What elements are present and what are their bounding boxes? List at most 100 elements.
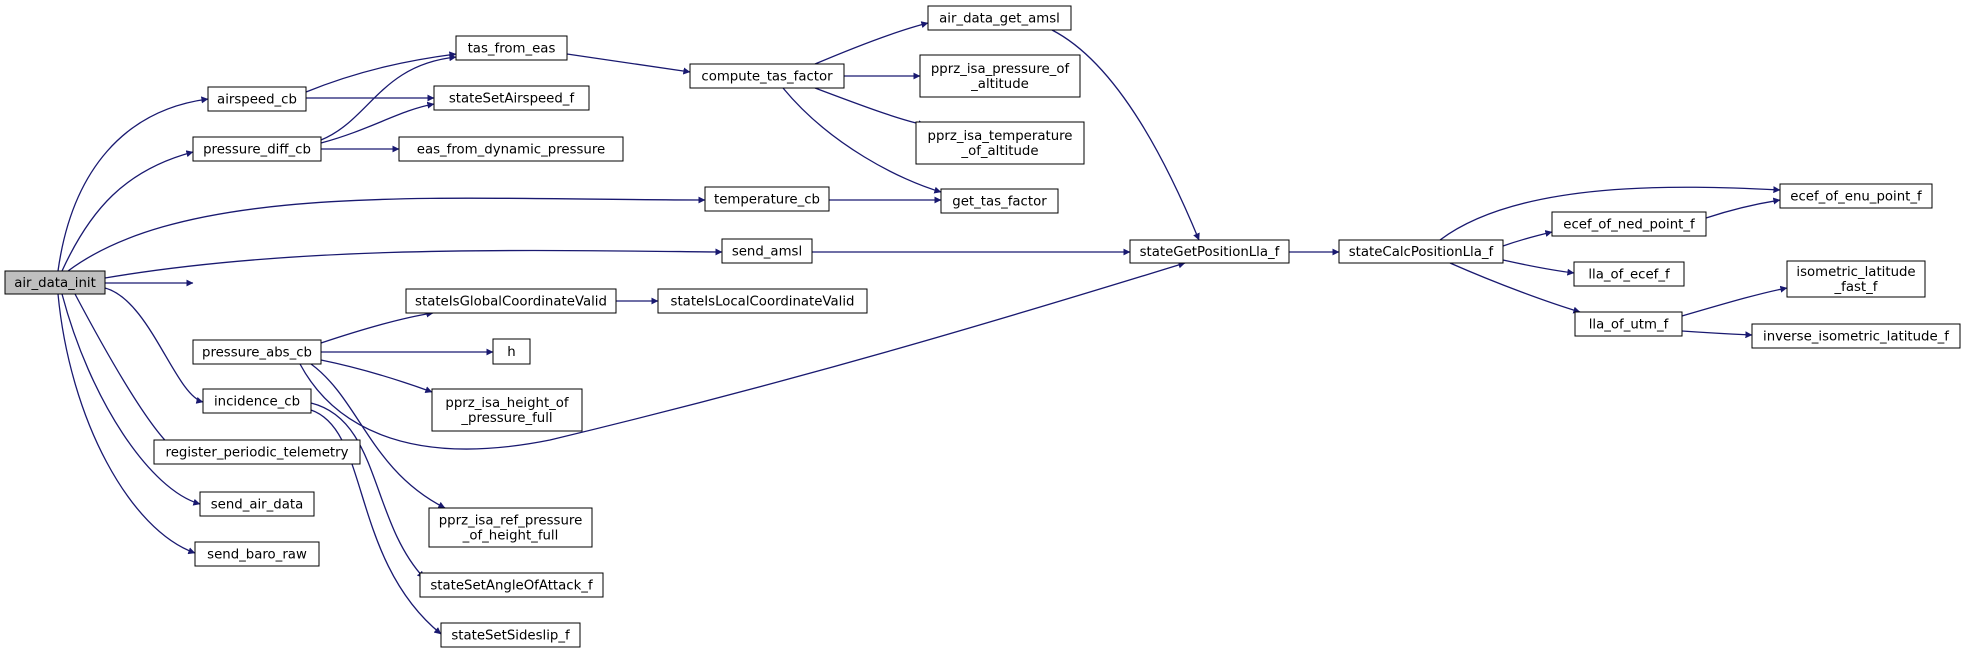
node-stateSetSideslip_f[interactable]: stateSetSideslip_f (440, 622, 581, 648)
node-lla_of_ecef_f[interactable]: lla_of_ecef_f (1573, 261, 1685, 287)
node-label: ecef_of_ned_point_f (1563, 218, 1695, 233)
node-h[interactable]: h (492, 338, 531, 365)
node-box (405, 288, 617, 314)
edge-air_data_init-to-send_amsl (104, 248, 723, 279)
node-label: _of_altitude (960, 144, 1038, 159)
node-box (153, 439, 361, 465)
node-box (1551, 211, 1707, 237)
node-label: pressure_diff_cb (203, 143, 311, 158)
node-label: lla_of_ecef_f (1588, 268, 1670, 283)
node-stateIsLocalCoordinateValid[interactable]: stateIsLocalCoordinateValid (657, 288, 868, 314)
node-isometric_latitude_fast_f[interactable]: isometric_latitude_fast_f (1786, 260, 1926, 298)
node-label: _pressure_full (460, 411, 552, 426)
node-pprz_isa_temperature_of_altitude[interactable]: pprz_isa_temperature_of_altitude (915, 121, 1085, 165)
node-label: h (507, 345, 515, 360)
node-get_tas_factor[interactable]: get_tas_factor (940, 188, 1059, 214)
node-label: stateSetAngleOfAttack_f (430, 579, 593, 594)
node-box (192, 136, 322, 162)
edge-pressure_abs_cb-to-stateGetPositionLla_f (299, 261, 1186, 450)
node-box (433, 85, 590, 111)
node-box (704, 186, 830, 212)
node-label: stateIsLocalCoordinateValid (671, 295, 855, 310)
node-box (207, 86, 307, 112)
node-label: stateSetAirspeed_f (449, 92, 575, 107)
node-box (1574, 311, 1683, 337)
node-stateSetAngleOfAttack_f[interactable]: stateSetAngleOfAttack_f (419, 572, 604, 598)
edge-stateCalcPositionLla_f-to-lla_of_ecef_f (1502, 259, 1575, 276)
node-box (1338, 239, 1504, 264)
node-box (431, 388, 583, 432)
node-compute_tas_factor[interactable]: compute_tas_factor (689, 63, 845, 89)
edge-stateCalcPositionLla_f-to-ecef_of_ned_point_f (1502, 230, 1553, 247)
node-air_data_init[interactable]: air_data_init (4, 270, 106, 295)
edge-air_data_get_amsl-to-stateGetPositionLla_f (1051, 29, 1200, 241)
node-box (915, 121, 1085, 165)
edge-pressure_abs_cb-to-pprz_isa_height_of_pressure_full (320, 359, 433, 394)
node-box (940, 188, 1059, 214)
node-box (1786, 260, 1926, 298)
node-label: pprz_isa_height_of (445, 396, 569, 411)
node-label: pprz_isa_temperature (928, 129, 1073, 144)
node-airspeed_cb[interactable]: airspeed_cb (207, 86, 307, 112)
node-tas_from_eas[interactable]: tas_from_eas (455, 35, 568, 61)
node-stateGetPositionLla_f[interactable]: stateGetPositionLla_f (1129, 239, 1290, 264)
edge-lla_of_utm_f-to-isometric_latitude_fast_f (1681, 285, 1788, 317)
node-eas_from_dynamic_pressure[interactable]: eas_from_dynamic_pressure (398, 136, 624, 162)
node-box (1573, 261, 1685, 287)
node-label: pressure_abs_cb (202, 346, 312, 361)
edge-stateCalcPositionLla_f-to-lla_of_utm_f (1449, 262, 1581, 314)
node-label: pprz_isa_pressure_of (931, 62, 1070, 77)
edge-tas_from_eas-to-compute_tas_factor (566, 53, 691, 75)
node-incidence_cb[interactable]: incidence_cb (202, 388, 312, 414)
node-temperature_cb[interactable]: temperature_cb (704, 186, 830, 212)
node-stateIsGlobalCoordinateValid[interactable]: stateIsGlobalCoordinateValid (405, 288, 617, 314)
node-pprz_isa_height_of_pressure_full[interactable]: pprz_isa_height_of_pressure_full (431, 388, 583, 432)
nodes-layer: air_data_init airspeed_cb pressure_diff_cb… (4, 5, 1961, 648)
node-box (192, 339, 322, 365)
node-register_periodic_telemetry[interactable]: register_periodic_telemetry (153, 439, 361, 465)
edge-incidence_cb-to-stateSetAngleOfAttack_f (310, 402, 425, 579)
edge-pressure_abs_cb-to-pprz_isa_ref_pressure_of_height_full (310, 363, 446, 509)
node-label: temperature_cb (714, 193, 820, 208)
edge-air_data_init-to-incidence_cb (104, 287, 204, 404)
node-ecef_of_enu_point_f[interactable]: ecef_of_enu_point_f (1779, 183, 1933, 209)
node-label: incidence_cb (214, 395, 300, 410)
edge-lla_of_utm_f-to-inverse_isometric_latitude_f (1681, 330, 1753, 339)
node-pprz_isa_ref_pressure_of_height_full[interactable]: pprz_isa_ref_pressure_of_height_full (428, 507, 593, 548)
node-send_baro_raw[interactable]: send_baro_raw (194, 541, 320, 567)
node-box (657, 288, 868, 314)
node-inverse_isometric_latitude_f[interactable]: inverse_isometric_latitude_f (1751, 323, 1961, 349)
edge-incidence_cb-to-stateSetSideslip_f (310, 409, 442, 635)
node-box (199, 491, 315, 517)
edge-airspeed_cb-to-tas_from_eas (305, 51, 457, 93)
node-pressure_abs_cb[interactable]: pressure_abs_cb (192, 339, 322, 365)
node-send_amsl[interactable]: send_amsl (721, 238, 813, 264)
node-box (1129, 239, 1290, 264)
edge-pressure_diff_cb-to-stateSetAirspeed_f (320, 101, 435, 144)
node-label: send_baro_raw (207, 548, 307, 563)
edge-compute_tas_factor-to-pprz_isa_temperature_of_altitude (814, 87, 926, 128)
node-label: air_data_init (14, 276, 96, 291)
node-lla_of_utm_f[interactable]: lla_of_utm_f (1574, 311, 1683, 337)
node-label: get_tas_factor (952, 195, 1047, 210)
edge-pressure_diff_cb-to-tas_from_eas (320, 54, 457, 141)
node-label: stateCalcPositionLla_f (1349, 245, 1494, 260)
node-box (202, 388, 312, 414)
node-pressure_diff_cb[interactable]: pressure_diff_cb (192, 136, 322, 162)
node-label: _of_height_full (462, 529, 559, 544)
node-air_data_get_amsl[interactable]: air_data_get_amsl (927, 5, 1072, 31)
node-label: send_air_data (211, 498, 304, 513)
node-box (4, 270, 106, 295)
node-label: inverse_isometric_latitude_f (1763, 330, 1949, 345)
node-label: _altitude (970, 77, 1029, 92)
node-pprz_isa_pressure_of_altitude[interactable]: pprz_isa_pressure_of_altitude (919, 54, 1081, 98)
node-label: stateSetSideslip_f (451, 629, 570, 644)
node-stateCalcPositionLla_f[interactable]: stateCalcPositionLla_f (1338, 239, 1504, 264)
edge-air_data_init-to-pressure_diff_cb (61, 150, 194, 272)
node-box (919, 54, 1081, 98)
node-stateSetAirspeed_f[interactable]: stateSetAirspeed_f (433, 85, 590, 111)
node-ecef_of_ned_point_f[interactable]: ecef_of_ned_point_f (1551, 211, 1707, 237)
node-label: stateIsGlobalCoordinateValid (415, 295, 607, 310)
node-send_air_data[interactable]: send_air_data (199, 491, 315, 517)
